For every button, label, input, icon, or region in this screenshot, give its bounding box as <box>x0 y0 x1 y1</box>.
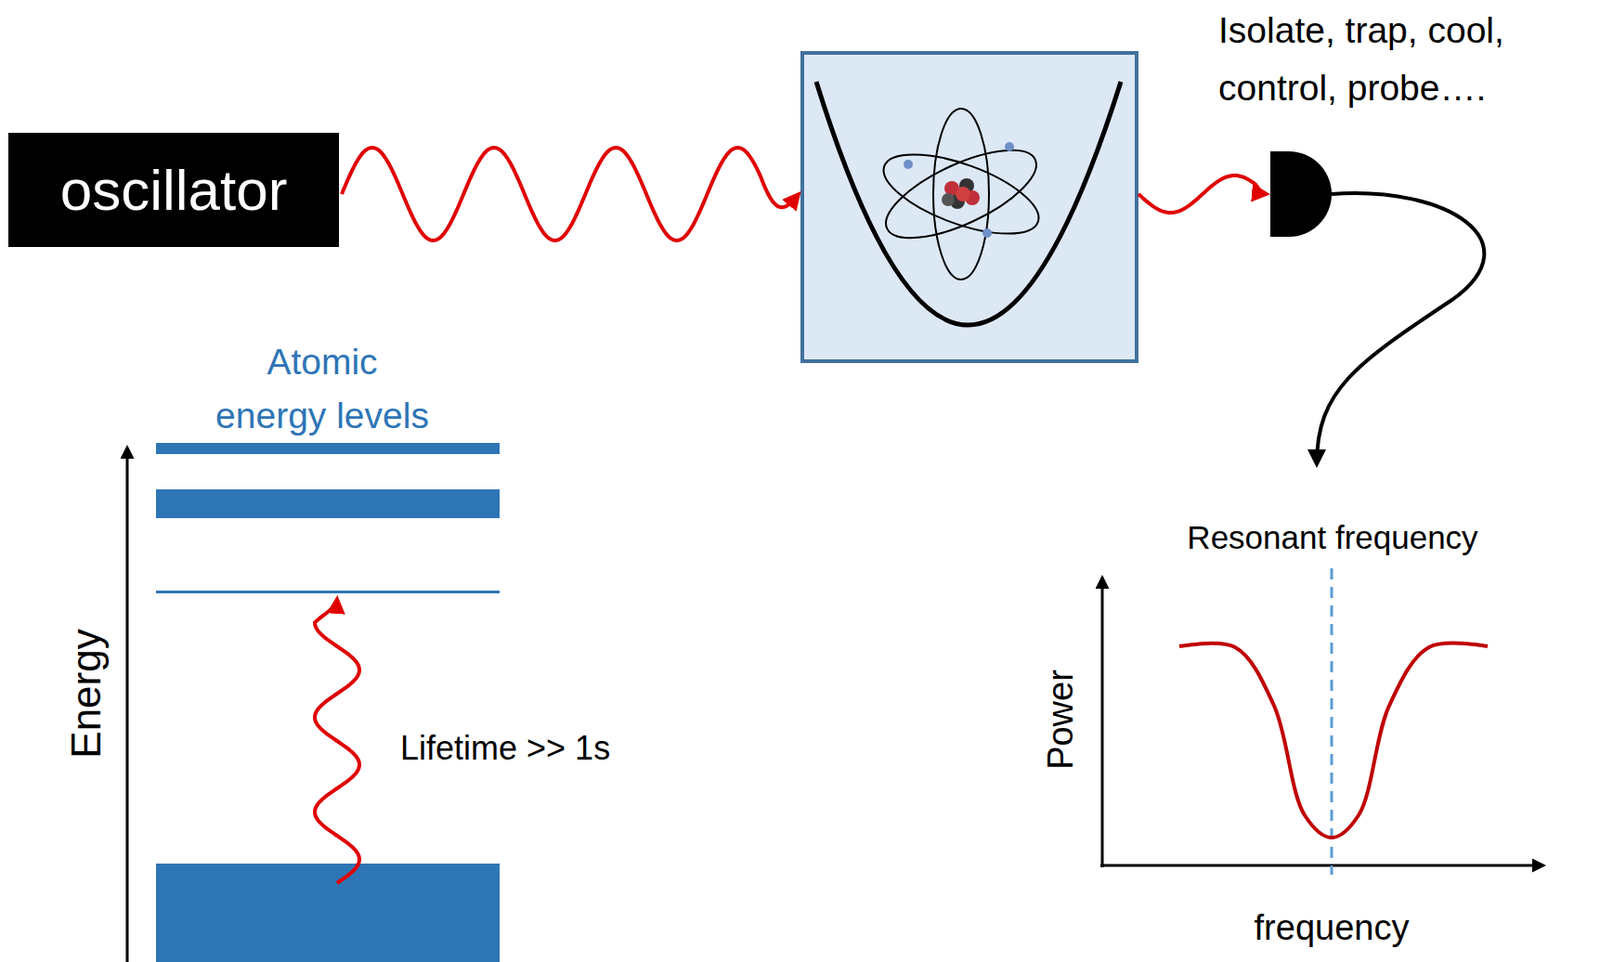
axis-label: Energy <box>63 628 111 758</box>
frequency-axis <box>1100 864 1544 868</box>
trap-box <box>802 52 1137 362</box>
energy-level <box>156 590 500 594</box>
axis-label: frequency <box>1254 908 1410 950</box>
energy-level <box>156 489 500 519</box>
energy-level <box>156 442 500 455</box>
signal-wave <box>1138 175 1267 213</box>
resonance-marker <box>1330 568 1334 875</box>
lifetime-note: Lifetime >> 1s <box>400 728 611 768</box>
atom-icon <box>873 108 1048 280</box>
trap-potential <box>816 81 1121 326</box>
probe-wave <box>341 147 799 241</box>
axis-label: Power <box>1040 669 1082 770</box>
node-label: oscillator <box>60 156 288 223</box>
section-heading: Atomic energy levels <box>210 335 434 443</box>
plot-title: Resonant frequency <box>1186 519 1478 557</box>
ground-level <box>156 863 500 962</box>
power-axis <box>1101 577 1105 868</box>
energy-axis <box>126 447 130 962</box>
detector-symbol <box>1270 151 1332 237</box>
resonance-curve <box>1179 643 1488 838</box>
detector-cable <box>1316 193 1484 465</box>
transition-wave <box>314 598 360 884</box>
process-note: Isolate, trap, cool, control, probe…. <box>1218 1 1595 118</box>
oscillator-box: oscillator <box>8 132 339 248</box>
